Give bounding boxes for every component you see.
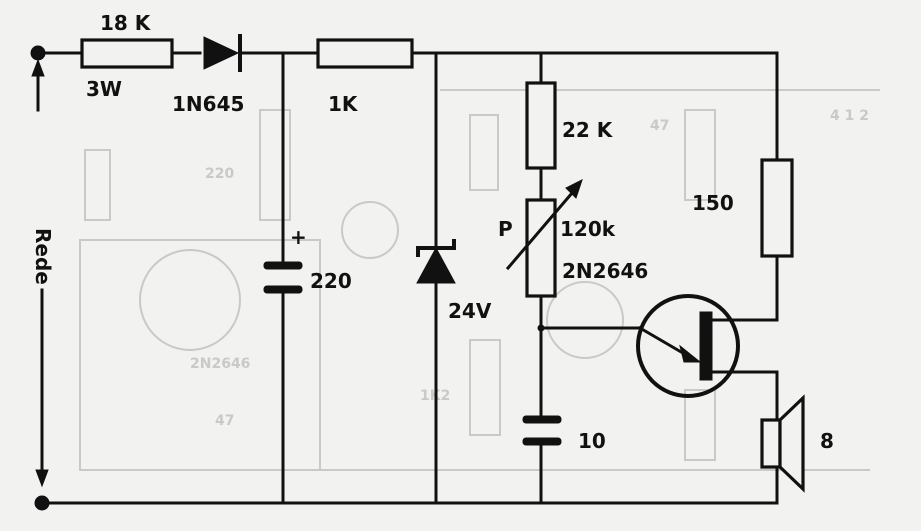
speaker-icon bbox=[760, 394, 805, 493]
diode-label: 1N645 bbox=[172, 92, 244, 116]
r4-label: 150 bbox=[692, 191, 734, 215]
zener-diode-icon bbox=[416, 239, 456, 284]
terminal-bottom bbox=[34, 495, 50, 511]
background-ghost-print: 220 2N2646 1K2 47 47 4 1 2 bbox=[79, 89, 880, 471]
pot-letter-label: P bbox=[498, 217, 513, 241]
mains-input: Rede bbox=[30, 45, 55, 511]
arrow-down-icon bbox=[35, 288, 49, 488]
mains-label: Rede bbox=[31, 228, 55, 285]
resistor-r4 bbox=[760, 158, 794, 258]
diode-icon bbox=[203, 34, 242, 72]
resistor-r3 bbox=[525, 81, 557, 170]
r3-label: 22 K bbox=[562, 118, 614, 142]
r2-label: 1K bbox=[328, 92, 359, 116]
svg-text:220: 220 bbox=[205, 166, 234, 182]
transistor-ujt bbox=[636, 294, 740, 398]
svg-text:47: 47 bbox=[650, 118, 669, 134]
terminal-top bbox=[30, 45, 46, 61]
potentiometer bbox=[505, 179, 583, 298]
zener-label: 24V bbox=[448, 299, 492, 323]
svg-text:4 1 2: 4 1 2 bbox=[830, 108, 869, 124]
c1-label: 220 bbox=[310, 269, 352, 293]
svg-text:2N2646: 2N2646 bbox=[190, 356, 250, 372]
r1-power-label: 3W bbox=[86, 77, 122, 101]
c2-label: 10 bbox=[578, 429, 606, 453]
svg-text:47: 47 bbox=[215, 413, 234, 429]
r1-value-label: 18 K bbox=[100, 11, 152, 35]
resistor-r2 bbox=[316, 38, 414, 69]
speaker-label: 8 bbox=[820, 429, 834, 453]
transistor-label: 2N2646 bbox=[562, 259, 648, 283]
capacitor-c2 bbox=[522, 415, 562, 446]
c1-plus-label: + bbox=[290, 225, 307, 249]
pot-value-label: 120k bbox=[560, 217, 616, 241]
resistor-r1 bbox=[80, 38, 174, 69]
arrow-up-icon bbox=[31, 58, 45, 112]
capacitor-c1 bbox=[263, 261, 303, 294]
junctions bbox=[537, 324, 545, 332]
